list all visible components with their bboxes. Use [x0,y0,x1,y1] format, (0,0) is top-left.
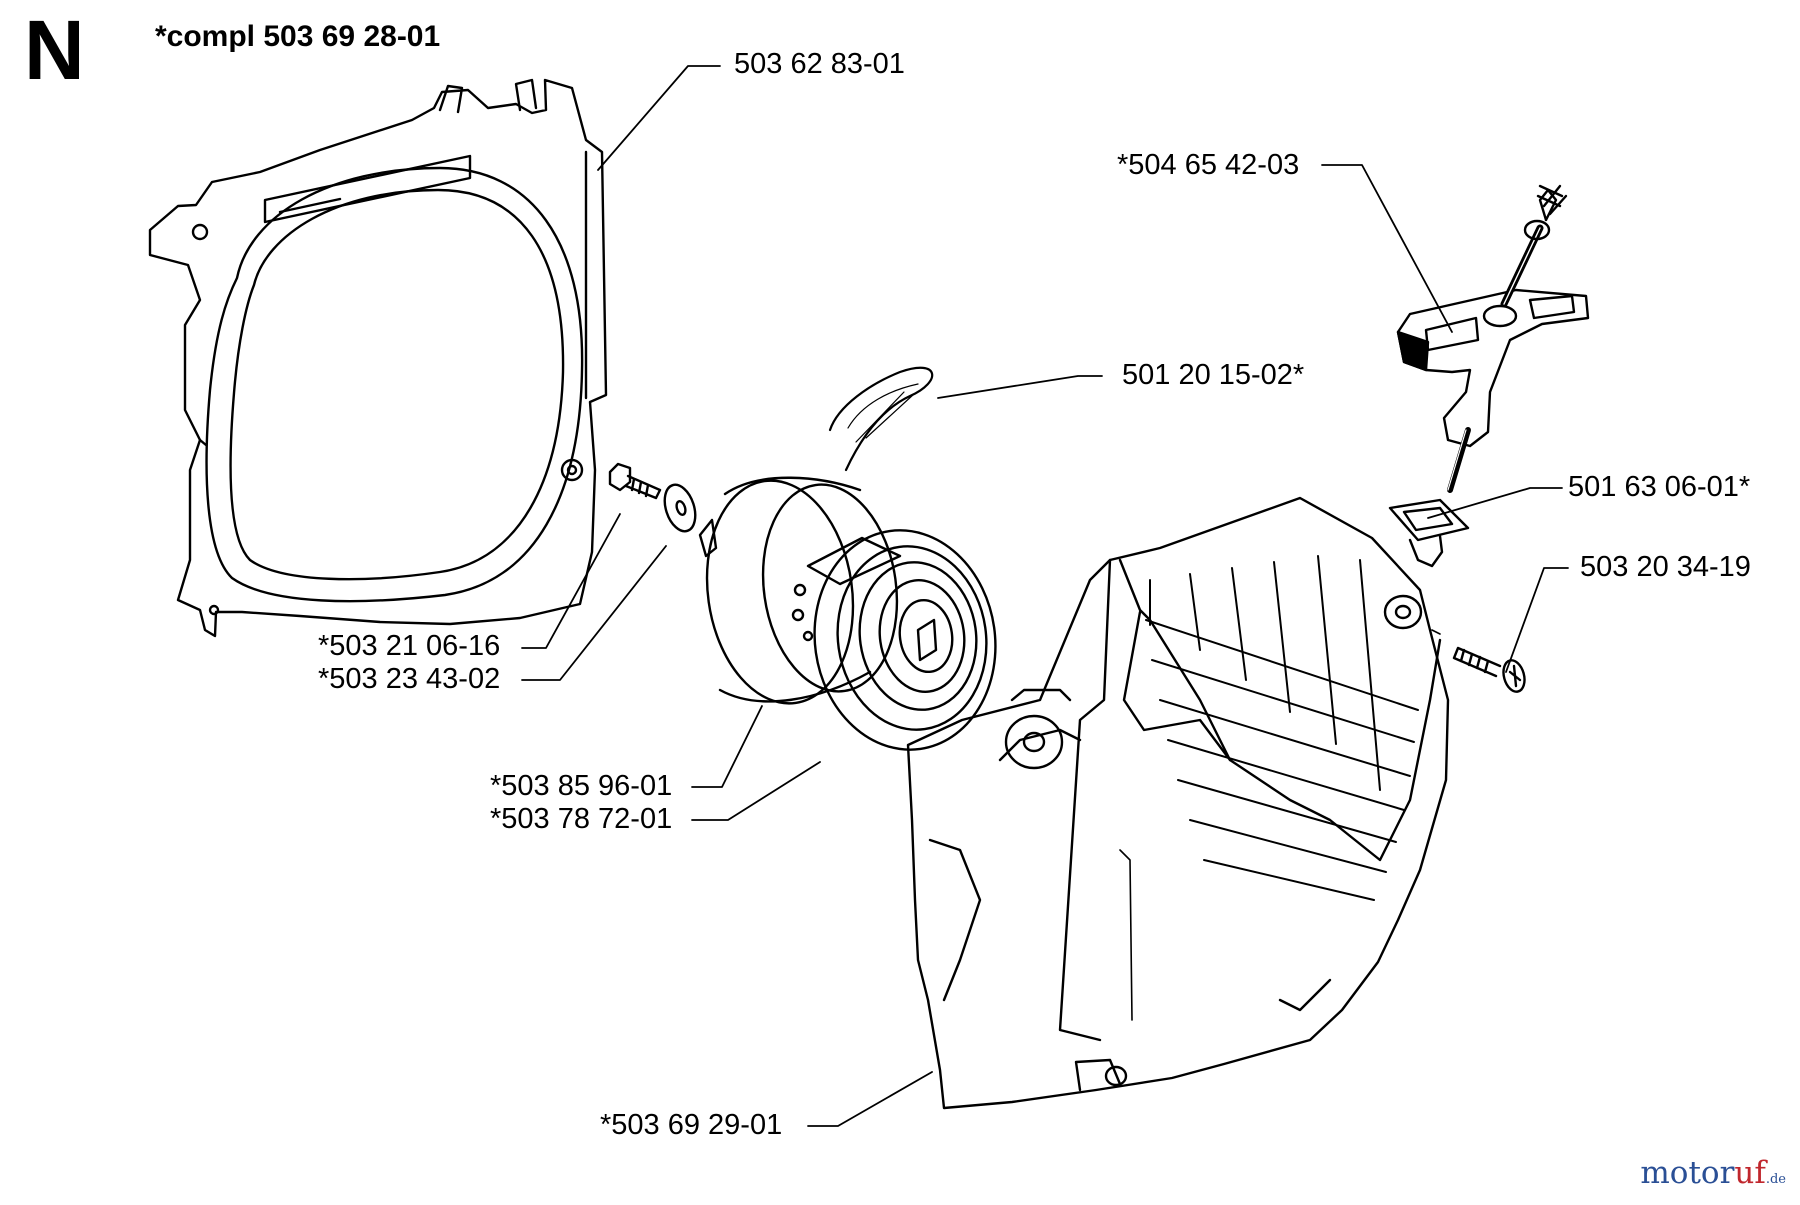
part-number-washer: *503 23 43-02 [318,663,501,695]
leader-fan-housing [597,65,721,171]
part-number-starter-handle: *504 65 42-03 [1117,149,1300,181]
part-number-cover-screw: 503 20 34-19 [1580,551,1751,583]
watermark-logo: motoruf.de [1640,1158,1786,1189]
part-number-fan-housing: 503 62 83-01 [734,48,905,80]
watermark-tld: .de [1765,1172,1786,1187]
part-number-cord-guide: 501 63 06-01* [1568,471,1751,503]
leader-center-screw [521,513,621,649]
washer-part [663,483,697,533]
leader-lines [521,65,1569,1127]
leader-rope-pulley [691,705,763,788]
starter-handle-part [1396,184,1590,493]
leader-cover-screw [1505,567,1569,673]
part-number-starter-cover: *503 69 29-01 [600,1109,783,1141]
center-screw-part [608,462,662,500]
cover-screw-part [1431,629,1526,693]
part-number-starter-cord: 501 20 15-02* [1122,359,1305,391]
leader-washer [521,545,667,681]
starter-cover-part [906,496,1450,1110]
leader-starter-cover [807,1071,933,1127]
leader-starter-handle [1321,164,1453,333]
part-number-rope-pulley: *503 85 96-01 [490,770,673,802]
leader-cord-guide [1427,487,1563,519]
recoil-spring-part [806,529,997,751]
assembly-part-number: *compl 503 69 28-01 [155,20,441,53]
part-number-center-screw: *503 21 06-16 [318,630,501,662]
part-number-recoil-spring: *503 78 72-01 [490,803,673,835]
watermark-brand-a: motor [1640,1155,1735,1191]
leader-starter-cord [937,375,1103,399]
fan-housing-part [148,78,608,638]
rope-pulley-part [698,366,934,705]
leader-recoil-spring [691,761,821,821]
section-letter: N [24,3,85,97]
watermark-brand-b: uf [1734,1155,1766,1191]
cord-guide-part [1388,498,1470,568]
